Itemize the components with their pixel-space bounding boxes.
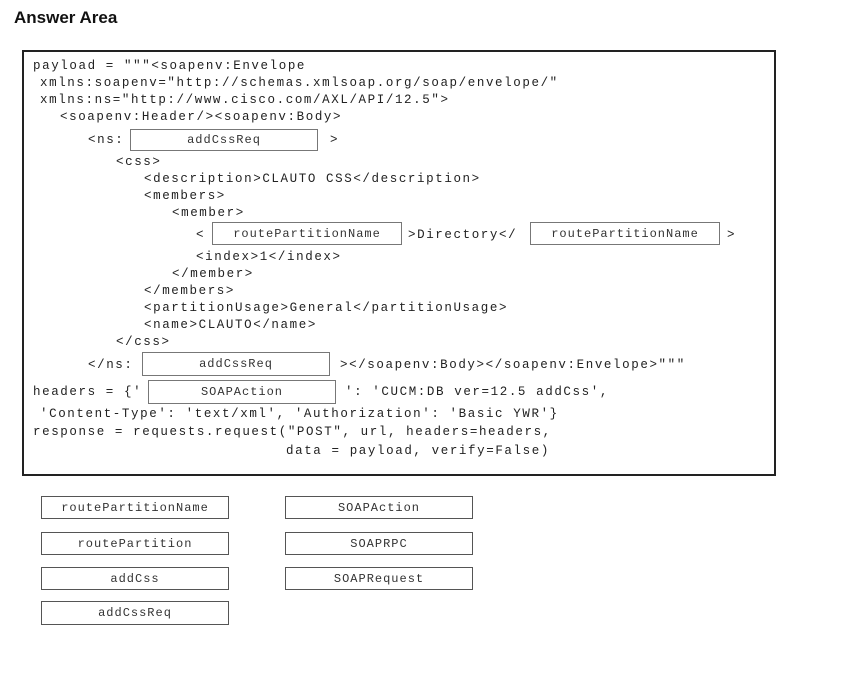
code-line: > <box>727 228 737 242</box>
answer-area-title: Answer Area <box>14 8 118 27</box>
code-line: headers = {' <box>33 385 143 399</box>
code-line: <partitionUsage>General</partitionUsage> <box>144 301 509 315</box>
code-line: xmlns:soapenv="http://schemas.xmlsoap.or… <box>40 76 559 90</box>
code-line: ></soapenv:Body></soapenv:Envelope>""" <box>340 358 686 372</box>
drop-slot-ns-open[interactable]: addCssReq <box>130 129 318 151</box>
code-line: </member> <box>172 267 254 281</box>
code-line: <soapenv:Header/><soapenv:Body> <box>60 110 343 124</box>
code-frame <box>22 50 776 476</box>
drop-slot-header-key[interactable]: SOAPAction <box>148 380 336 404</box>
code-line: > <box>330 133 340 147</box>
option-routepartitionname[interactable]: routePartitionName <box>41 496 229 519</box>
code-line: 'Content-Type': 'text/xml', 'Authorizati… <box>40 407 559 421</box>
code-line: <members> <box>144 189 226 203</box>
option-soaprequest[interactable]: SOAPRequest <box>285 567 473 590</box>
code-line: </css> <box>116 335 171 349</box>
code-line: <ns: <box>88 133 125 147</box>
code-line: < <box>196 228 206 242</box>
option-soaprpc[interactable]: SOAPRPC <box>285 532 473 555</box>
drop-slot-ns-close[interactable]: addCssReq <box>142 352 330 376</box>
drop-slot-member-close[interactable]: routePartitionName <box>530 222 720 245</box>
option-soapaction[interactable]: SOAPAction <box>285 496 473 519</box>
code-line: <name>CLAUTO</name> <box>144 318 317 332</box>
code-line: </ns: <box>88 358 134 372</box>
code-line: <index>1</index> <box>196 250 342 264</box>
code-line: ': 'CUCM:DB ver=12.5 addCss', <box>345 385 609 399</box>
code-line: response = requests.request("POST", url,… <box>33 425 552 439</box>
option-routepartition[interactable]: routePartition <box>41 532 229 555</box>
drop-slot-member-open[interactable]: routePartitionName <box>212 222 402 245</box>
code-line: payload = """<soapenv:Envelope <box>33 59 307 73</box>
code-line: xmlns:ns="http://www.cisco.com/AXL/API/1… <box>40 93 450 107</box>
option-addcss[interactable]: addCss <box>41 567 229 590</box>
code-line: >Directory</ <box>408 228 518 242</box>
code-line: <member> <box>172 206 245 220</box>
code-line: </members> <box>144 284 236 298</box>
code-line: data = payload, verify=False) <box>286 444 550 458</box>
code-line: <css> <box>116 155 162 169</box>
code-line: <description>CLAUTO CSS</description> <box>144 172 481 186</box>
option-addcssreq[interactable]: addCssReq <box>41 601 229 625</box>
